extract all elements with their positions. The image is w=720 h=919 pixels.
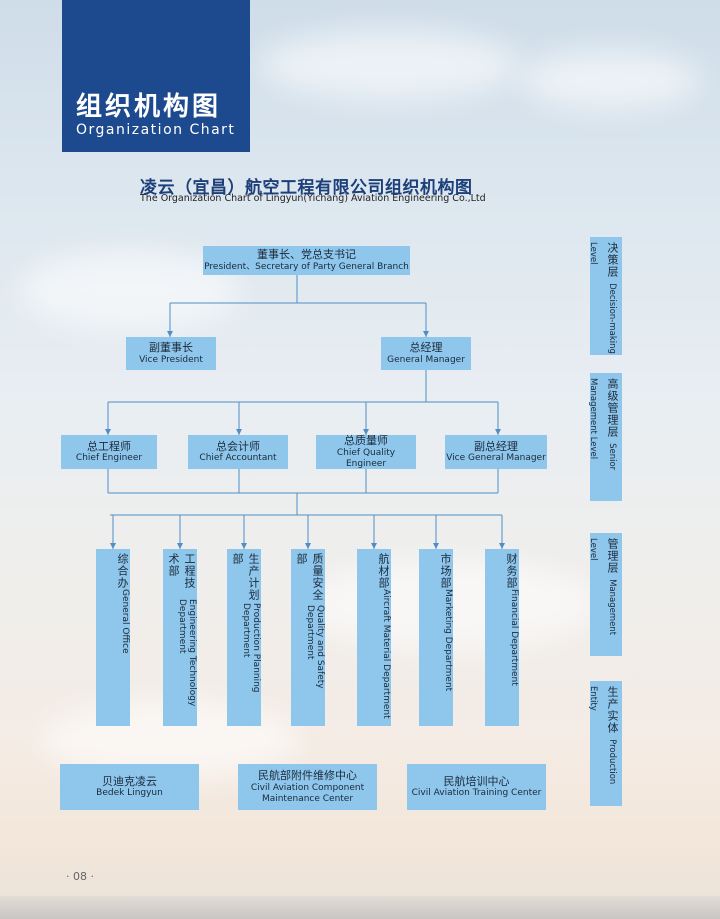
dept-financial: 财务部 Financial Department	[485, 549, 519, 726]
node-label-cn: 总经理	[409, 341, 443, 354]
page-title: 组织机构图	[76, 92, 222, 122]
page-number: · 08 ·	[66, 870, 94, 883]
node-label-en: Chief Accountant	[199, 453, 277, 464]
entity-label-cn: 民航部附件维修中心	[258, 768, 357, 782]
node-vice-general-manager: 副总经理 Vice General Manager	[445, 435, 547, 469]
dept-label-cn: 工程技术部	[167, 553, 196, 589]
entity-label-en: Civil Aviation Component Maintenance Cen…	[250, 782, 365, 804]
node-chief-engineer: 总工程师 Chief Engineer	[61, 435, 157, 469]
node-label-cn: 总会计师	[216, 439, 260, 453]
dept-label-en: General Office	[120, 589, 130, 654]
dept-label-en: Aircraft Material Department	[381, 589, 391, 719]
dept-label-cn: 航材部	[377, 553, 390, 589]
entity-training-center: 民航培训中心 Civil Aviation Training Center	[407, 764, 546, 810]
dept-label-en: Quality and Safety Department	[305, 604, 325, 689]
dept-general-office: 综合办 General Office	[96, 549, 130, 726]
entity-label-cn: 贝迪克凌云	[102, 774, 157, 788]
dept-label-cn: 市场部	[439, 553, 452, 589]
level-senior-management: 高级管理层 Senior Management Level	[588, 373, 622, 501]
header-block: 组织机构图 Organization Chart	[62, 0, 250, 152]
node-chief-accountant: 总会计师 Chief Accountant	[188, 435, 288, 469]
node-vice-president: 副董事长 Vice President	[126, 337, 216, 370]
page-subtitle: Organization Chart	[76, 122, 236, 138]
dept-production-planning: 生产计划部 Production Planning Department	[227, 549, 261, 726]
dept-label-en: Marketing Department	[443, 589, 453, 692]
dept-label-cn: 质量安全部	[295, 553, 324, 601]
node-label-en: Chief Quality Engineer	[336, 447, 396, 469]
sea-horizon	[0, 896, 720, 919]
level-label-en: Management Level	[588, 538, 617, 636]
node-label-en: Vice General Manager	[446, 453, 546, 464]
entity-label-en: Bedek Lingyun	[96, 788, 163, 799]
entity-component-maintenance-center: 民航部附件维修中心 Civil Aviation Component Maint…	[238, 764, 377, 810]
entity-bedek-lingyun: 贝迪克凌云 Bedek Lingyun	[60, 764, 199, 810]
dept-label-cn: 生产计划部	[231, 553, 260, 601]
dept-label-cn: 综合办	[116, 553, 129, 589]
node-label-cn: 总质量师	[344, 433, 388, 447]
node-label-en: General Manager	[387, 354, 465, 365]
node-label-cn: 董事长、党总支书记	[257, 248, 356, 261]
node-label-en: Vice President	[139, 354, 203, 365]
level-label-cn: 管理层	[606, 538, 619, 574]
level-label-en: Decision-making Level	[588, 242, 617, 354]
dept-marketing: 市场部 Marketing Department	[419, 549, 453, 726]
dept-label-en: Engineering Technology Department	[177, 599, 197, 707]
dept-label-cn: 财务部	[505, 553, 518, 589]
level-label-en: Production Entity	[588, 686, 617, 785]
node-label-cn: 副总经理	[474, 439, 518, 453]
entity-label-en: Civil Aviation Training Center	[411, 788, 542, 799]
level-label-cn: 高级管理层	[606, 378, 619, 438]
node-label-en: Chief Engineer	[75, 453, 143, 464]
node-president: 董事长、党总支书记 President、Secretary of Party G…	[203, 246, 410, 275]
level-production-entity: 生产实体 Production Entity	[588, 681, 622, 806]
chart-title: 凌云（宜昌）航空工程有限公司组织机构图	[140, 178, 473, 198]
level-label-cn: 生产实体	[606, 686, 619, 734]
node-label-cn: 总工程师	[87, 439, 131, 453]
node-label-cn: 副董事长	[149, 341, 193, 354]
dept-aircraft-material: 航材部 Aircraft Material Department	[357, 549, 391, 726]
dept-quality-safety: 质量安全部 Quality and Safety Department	[291, 549, 325, 726]
node-label-en: President、Secretary of Party General Bra…	[204, 261, 409, 272]
chart-title-english: The Organization Chart of Lingyun(Yichan…	[140, 193, 486, 204]
dept-label-en: Financial Department	[509, 589, 519, 686]
node-chief-quality-engineer: 总质量师 Chief Quality Engineer	[316, 433, 416, 469]
dept-engineering-technology: 工程技术部 Engineering Technology Department	[163, 549, 197, 726]
dept-label-en: Production Planning Department	[241, 603, 261, 693]
level-decision-making: 决策层 Decision-making Level	[588, 237, 622, 355]
entity-label-cn: 民航培训中心	[443, 774, 510, 788]
level-label-cn: 决策层	[606, 242, 619, 278]
level-label-en: Senior Management Level	[588, 378, 617, 471]
level-management: 管理层 Management Level	[588, 533, 622, 656]
node-general-manager: 总经理 General Manager	[381, 337, 471, 370]
